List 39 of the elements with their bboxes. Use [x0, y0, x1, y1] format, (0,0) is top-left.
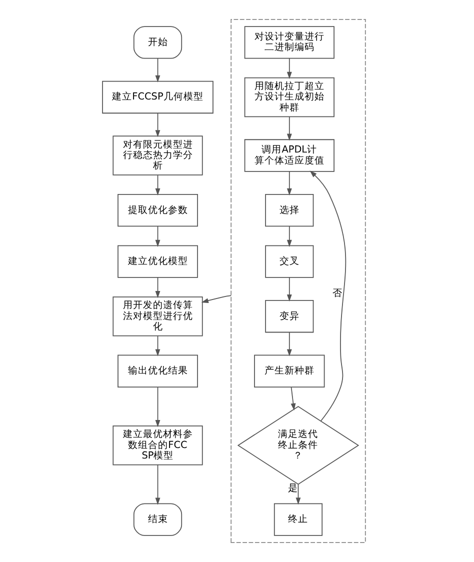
node-box: 建立FCCSP几何模型 [102, 80, 213, 114]
node-box: 用随机拉丁超立方设计生成初始种群 [244, 77, 334, 118]
arrow [154, 226, 160, 247]
edge-label: 否 [332, 288, 342, 300]
node-box: 交叉 [264, 245, 314, 278]
node-box: 调用APDL计算个体适应度值 [244, 139, 334, 172]
arrow [286, 116, 292, 141]
edge-label: 是 [287, 483, 298, 494]
arrow [154, 336, 160, 356]
node-box: 选择 [264, 194, 314, 227]
arrow [295, 484, 300, 505]
node-box: 结束 [132, 503, 182, 536]
node-box: 提取优化参数 [117, 194, 198, 227]
node-box: 建立优化模型 [117, 245, 198, 278]
arrow [154, 58, 160, 82]
node-box: 产生新种群 [254, 354, 324, 388]
arrow [200, 295, 232, 304]
arrow [154, 277, 160, 298]
node-box: 终止 [273, 503, 322, 536]
arrow [286, 58, 292, 79]
arrow [154, 174, 160, 196]
arrow [286, 171, 292, 196]
node-box: 对设计变量进行二进制编码 [244, 26, 334, 59]
node-box: 用开发的遗传算法对模型进行优化 [112, 296, 202, 336]
node-box: 对有限元模型进行稳态热力学分析 [112, 136, 202, 176]
arrow [290, 386, 296, 410]
node-diamond: 满足迭代终止条件？ [236, 406, 359, 485]
node-box: 输出优化结果 [117, 354, 198, 388]
arrow [286, 226, 292, 247]
node-box: 变异 [264, 300, 314, 333]
arrow [154, 112, 160, 138]
arrow [286, 332, 292, 356]
arrow [154, 386, 160, 428]
arrow [154, 464, 160, 505]
node-box: 开始 [132, 26, 182, 59]
arrow [286, 277, 292, 302]
cluster [230, 19, 366, 543]
node-box: 建立最优材料参数组合的FCCSP模型 [112, 425, 202, 466]
arrow [309, 170, 346, 422]
